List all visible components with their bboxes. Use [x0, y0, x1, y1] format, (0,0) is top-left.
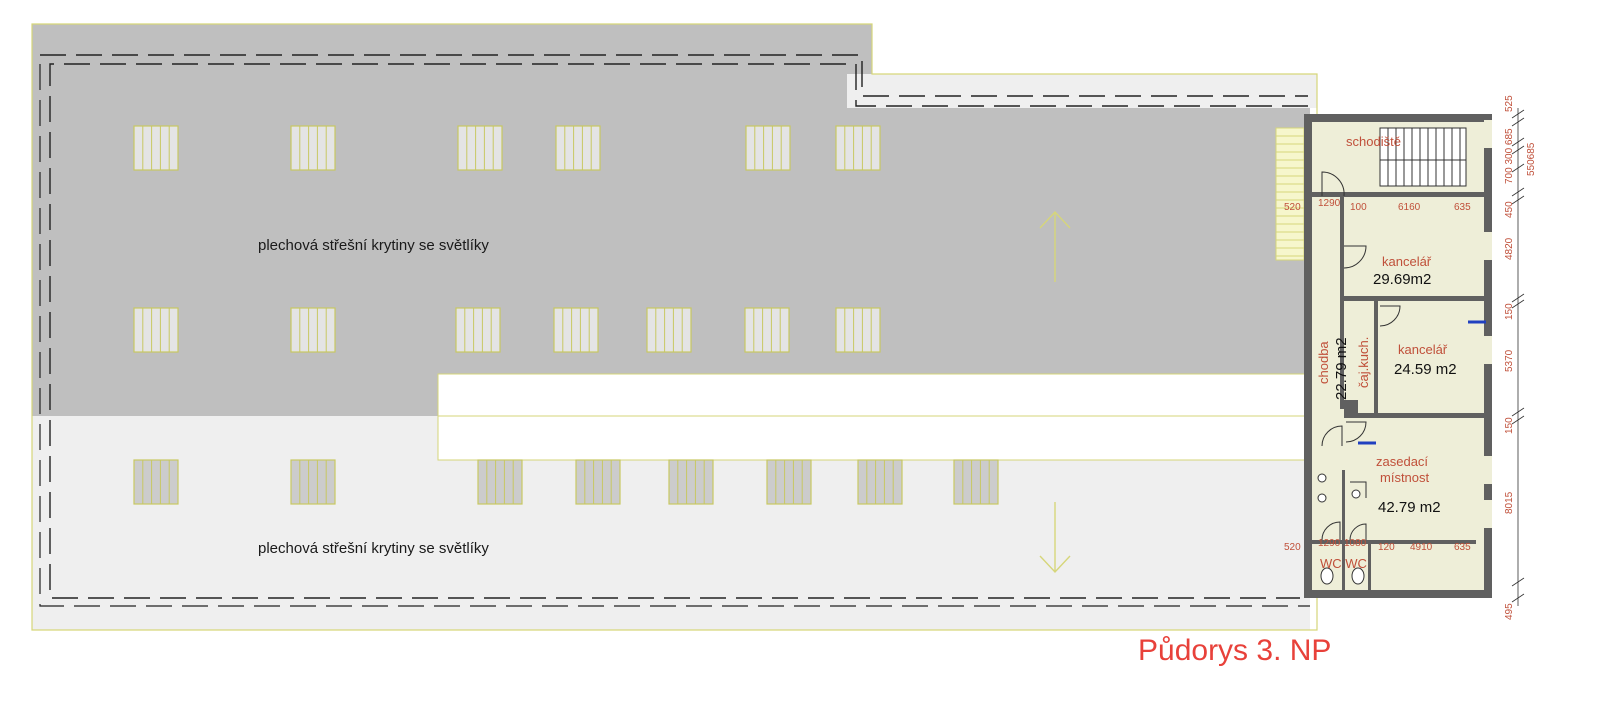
- interior-walls: [1312, 192, 1484, 590]
- room-area-meeting: 42.79 m2: [1378, 499, 1441, 516]
- skylight-icon: [477, 459, 523, 505]
- door-swings: [1321, 171, 1401, 541]
- room-area-office-1: 29.69m2: [1373, 271, 1431, 288]
- skylight-icon: [835, 307, 881, 353]
- dimensions-bottom-row: 520 1290 1080 120 4910 635: [1284, 538, 1471, 553]
- skylight-icon: [857, 459, 903, 505]
- dim-top-4: 635: [1454, 202, 1471, 213]
- roof-label-upper: plechová střešní krytiny se světlíky: [258, 237, 489, 254]
- room-area-corridor: 22.79 m2: [1333, 337, 1350, 400]
- room-name-meeting-line1: zasedací: [1376, 454, 1428, 469]
- wall-window: [1484, 232, 1492, 260]
- skylight-icon: [745, 125, 791, 171]
- room-name-stair: schodiště: [1346, 134, 1401, 149]
- skylight-icon: [290, 125, 336, 171]
- window-markers: [1358, 320, 1486, 445]
- dim-right-4: 4820: [1504, 237, 1515, 260]
- skylight-icon: [668, 459, 714, 505]
- skylight-icon: [953, 459, 999, 505]
- dim-bottom-5: 635: [1454, 542, 1471, 553]
- dim-bottom-1: 1290: [1318, 538, 1341, 549]
- room-name-meeting-line2: místnost: [1380, 470, 1430, 485]
- dim-right-3: 450: [1504, 201, 1515, 218]
- skylight-icon: [455, 307, 501, 353]
- roof-upper-left: [32, 24, 872, 416]
- dim-right-8: 8015: [1504, 491, 1515, 514]
- skylight-icon: [744, 307, 790, 353]
- skylight-icon: [290, 459, 336, 505]
- room-name-office-2: kancelář: [1398, 342, 1448, 357]
- wall-window: [1484, 500, 1492, 528]
- skylight-icon: [555, 125, 601, 171]
- roof-upper-right: [872, 108, 1310, 374]
- roof-ridge-band: [437, 373, 1311, 461]
- dim-right-2: 550685: [1526, 142, 1537, 176]
- skylight-icon: [646, 307, 692, 353]
- dim-right-6: 5370: [1504, 349, 1515, 372]
- dim-right-1: 700 300 685: [1504, 128, 1515, 184]
- skylight-icon: [133, 459, 179, 505]
- skylight-icon: [457, 125, 503, 171]
- dim-bottom-2: 1080: [1344, 538, 1367, 549]
- skylight-icon: [553, 307, 599, 353]
- wall-window: [1484, 120, 1492, 148]
- roof-outline: [31, 23, 1318, 631]
- skylight-icon: [133, 307, 179, 353]
- room-name-office-1: kancelář: [1382, 254, 1432, 269]
- dimensions-right-side: 525 700 300 685 550685 450 4820 150 5370…: [1504, 95, 1537, 620]
- stair-flight: [1379, 127, 1467, 187]
- dim-top-1: 1290: [1318, 198, 1341, 209]
- plan-title: Půdorys 3. NP: [1138, 634, 1331, 667]
- slope-arrow-down: [1039, 502, 1071, 574]
- room-name-kitchen: čaj.kuch.: [1356, 337, 1371, 388]
- dim-bottom-3: 120: [1378, 542, 1395, 553]
- dim-bottom-4: 4910: [1410, 542, 1433, 553]
- roof-upper-notch: [847, 74, 1317, 108]
- eaves-dashed-line: [40, 54, 1308, 599]
- skylight-icon: [290, 307, 336, 353]
- roof-label-lower: plechová střešní krytiny se světlíky: [258, 540, 489, 557]
- wall-window: [1484, 336, 1492, 364]
- dim-top-2: 100: [1350, 202, 1367, 213]
- skylight-icon: [766, 459, 812, 505]
- skylights: [133, 125, 999, 505]
- skylight-icon: [575, 459, 621, 505]
- skylight-icon: [133, 125, 179, 171]
- eaves-dashed-line-inner: [39, 64, 1310, 607]
- roof-area: [31, 23, 1318, 631]
- room-name-corridor: chodba: [1316, 341, 1331, 384]
- slope-arrow-up: [1039, 210, 1071, 282]
- dim-right-0: 525: [1504, 95, 1515, 112]
- dim-right-9: 495: [1504, 603, 1515, 620]
- building: schodiště kancelář 29.69m2 kancelář 24.5…: [1304, 114, 1492, 598]
- wall-window: [1484, 456, 1492, 484]
- skylight-icon: [835, 125, 881, 171]
- dim-top-3: 6160: [1398, 202, 1421, 213]
- dim-top-0: 520: [1284, 202, 1301, 213]
- room-name-wc: WC WC: [1320, 556, 1367, 571]
- exterior-stair: [1275, 127, 1305, 261]
- dim-bottom-0: 520: [1284, 542, 1301, 553]
- dim-right-5: 150: [1504, 303, 1515, 320]
- room-area-office-2: 24.59 m2: [1394, 361, 1457, 378]
- wc-fixtures: [1317, 473, 1365, 585]
- dimensions-top-row: 520 1290 100 6160 635: [1284, 198, 1471, 213]
- dim-right-7: 150: [1504, 417, 1515, 434]
